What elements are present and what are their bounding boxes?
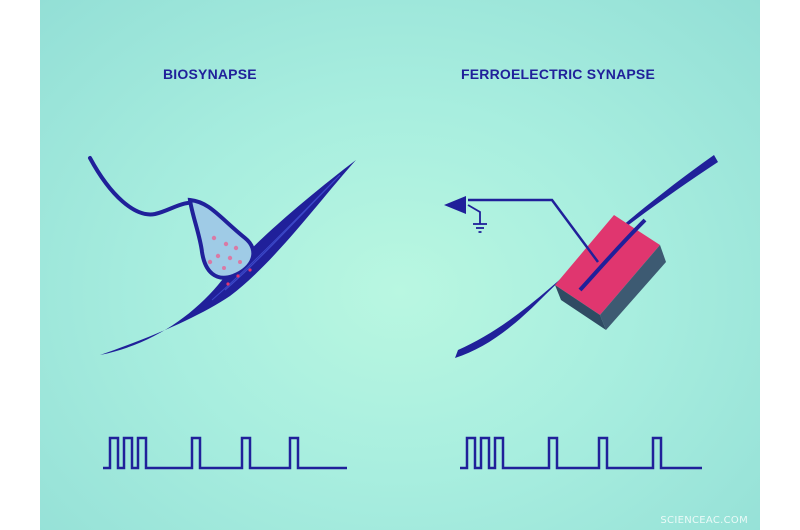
axon-strand bbox=[88, 156, 202, 217]
readout-line bbox=[468, 198, 600, 263]
ground-icon bbox=[467, 204, 487, 233]
biosynapse-title: BIOSYNAPSE bbox=[163, 66, 257, 82]
ferroelectric-block bbox=[555, 215, 666, 330]
ferroelectric-pulse-train bbox=[460, 436, 702, 470]
released-vesicles bbox=[226, 268, 252, 286]
axon-terminal bbox=[187, 197, 256, 280]
ferroelectric-synapse-illustration bbox=[444, 155, 718, 358]
ferroelectric-wire bbox=[455, 155, 718, 358]
synaptic-cleft-line-2 bbox=[211, 179, 336, 301]
ferroelectric-channel bbox=[578, 218, 647, 292]
illustration-panel: BIOSYNAPSE FERROELECTRIC SYNAPSE bbox=[40, 0, 760, 530]
biosynapse-pulse-train bbox=[103, 436, 347, 470]
watermark: SCIENCEAC.COM bbox=[660, 515, 748, 526]
ferroelectric-synapse-title: FERROELECTRIC SYNAPSE bbox=[461, 66, 655, 82]
biosynapse-illustration bbox=[88, 156, 356, 355]
synapse-diagram bbox=[88, 155, 718, 470]
readout-arrow-icon bbox=[444, 196, 466, 214]
synaptic-vesicles bbox=[207, 235, 242, 270]
